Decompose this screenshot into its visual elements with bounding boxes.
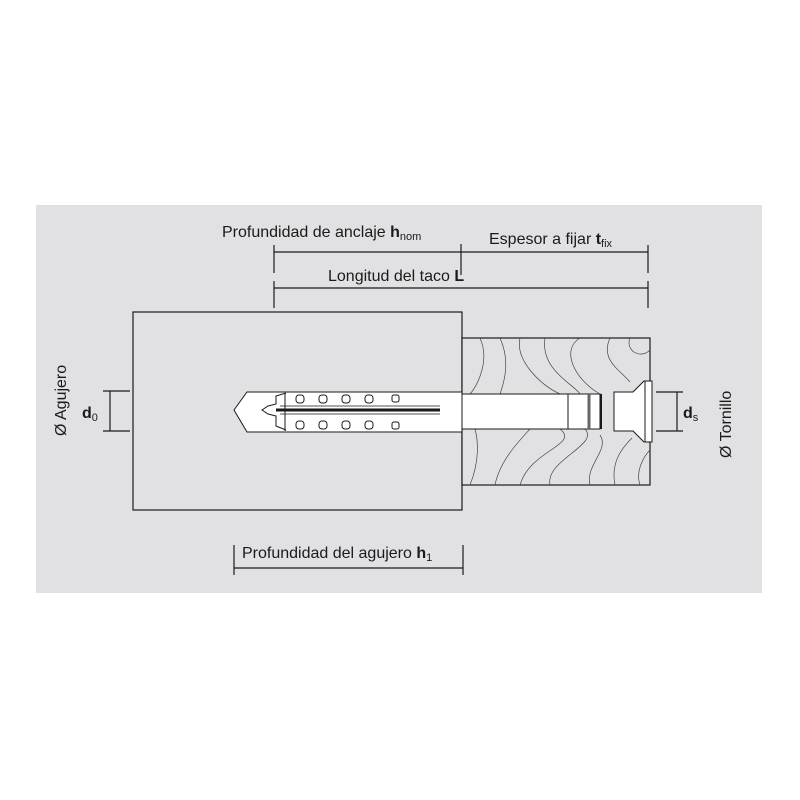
screw-diameter-label: Ø Tornillo xyxy=(718,391,735,458)
plug xyxy=(233,391,463,433)
hole-diameter-label: Ø Agujero xyxy=(53,365,70,436)
anchor-depth-label: Profundidad de anclaje hnom xyxy=(222,224,421,243)
hole-diameter-symbol: d0 xyxy=(82,405,98,424)
screw xyxy=(461,380,653,443)
screw-diameter-symbol: ds xyxy=(683,405,699,424)
plug-length-label: Longitud del taco L xyxy=(328,268,464,285)
dimension-lines xyxy=(103,244,683,575)
hole-depth-label: Profundidad del agujero h1 xyxy=(242,545,432,564)
fix-thickness-label: Espesor a fijar tfix xyxy=(489,231,613,250)
